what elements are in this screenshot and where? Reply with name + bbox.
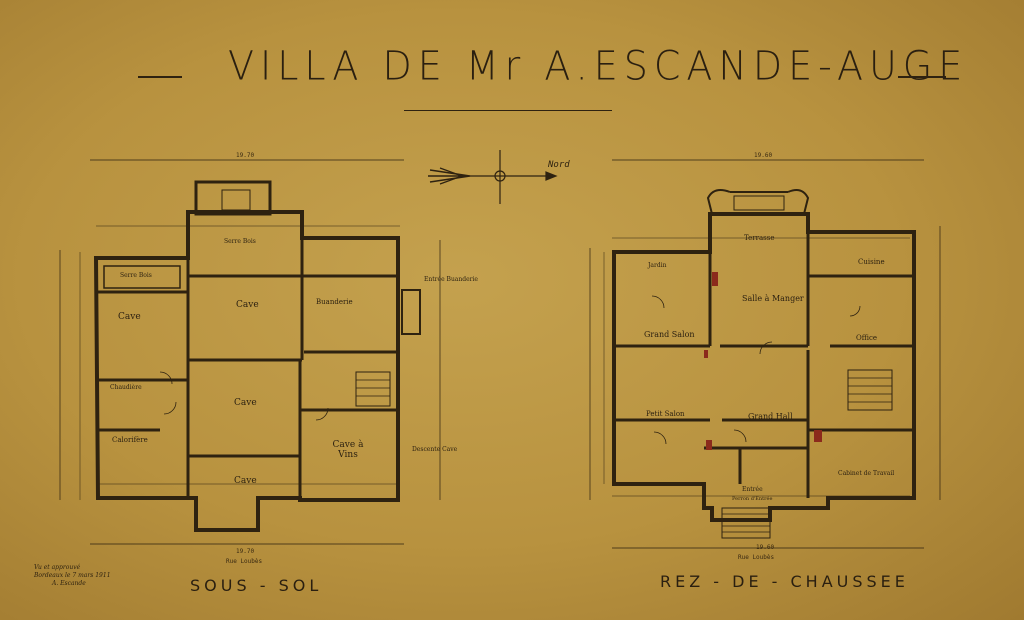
room-cave-left: Cave — [118, 312, 141, 322]
ground-street: Rue Loubès — [738, 554, 775, 561]
north-arrow-icon — [428, 150, 558, 204]
ground-plan — [589, 159, 941, 549]
room-entree: Entrée — [742, 486, 763, 493]
signature-line-1: Vu et approuvé — [34, 564, 81, 571]
room-salle-manger: Salle à Manger — [742, 294, 804, 303]
room-grand-salon: Grand Salon — [644, 330, 695, 339]
room-cuisine: Cuisine — [858, 258, 885, 266]
basement-street: Rue Loubès — [226, 558, 263, 565]
room-calorifere: Calorifère — [112, 436, 148, 444]
title-underline — [404, 110, 612, 111]
room-bois: Serre Bois — [224, 238, 256, 245]
basement-width-bottom: 19.70 — [236, 548, 255, 555]
room-buanderie: Buanderie — [316, 298, 353, 306]
room-petit-salon: Petit Salon — [646, 410, 685, 418]
room-cave-vins: Cave à Vins — [332, 440, 364, 460]
room-cabinet: Cabinet de Travail — [838, 470, 895, 477]
title-rule-left — [138, 76, 182, 78]
room-entree-buanderie: Entrée Buanderie — [424, 276, 478, 283]
room-cave-mid: Cave — [234, 398, 257, 408]
basement-plan — [59, 159, 441, 545]
basement-width-top: 19.70 — [236, 152, 255, 159]
ground-caption: REZ - DE - CHAUSSEE — [660, 572, 909, 591]
signature-line-2: Bordeaux le 7 mars 1911 — [34, 572, 111, 579]
room-jardin: Jardin — [648, 262, 667, 269]
room-cave-bottom: Cave — [234, 476, 257, 486]
title-rule-right — [898, 76, 946, 78]
room-chaudiere: Chaudière — [110, 384, 142, 391]
room-serre-bois: Serre Bois — [120, 272, 152, 279]
ground-width-top: 19.60 — [754, 152, 773, 159]
room-perron: Perron d'Entrée — [732, 496, 773, 502]
ground-width-bottom: 19.60 — [756, 544, 775, 551]
room-office: Office — [856, 334, 878, 342]
signature-line-3: A. Escande — [52, 580, 86, 587]
room-grand-hall: Grand Hall — [748, 412, 793, 421]
north-label: Nord — [548, 160, 570, 170]
page-title: VILLA DE Mr A.ESCANDE-AUGE — [228, 42, 969, 90]
room-cave-top: Cave — [236, 300, 259, 310]
basement-caption: SOUS - SOL — [190, 576, 323, 595]
room-terrasse: Terrasse — [744, 234, 775, 242]
room-descente-cave: Descente Cave — [412, 446, 458, 453]
approval-signature: Vu et approuvé Bordeaux le 7 mars 1911 A… — [34, 564, 111, 588]
